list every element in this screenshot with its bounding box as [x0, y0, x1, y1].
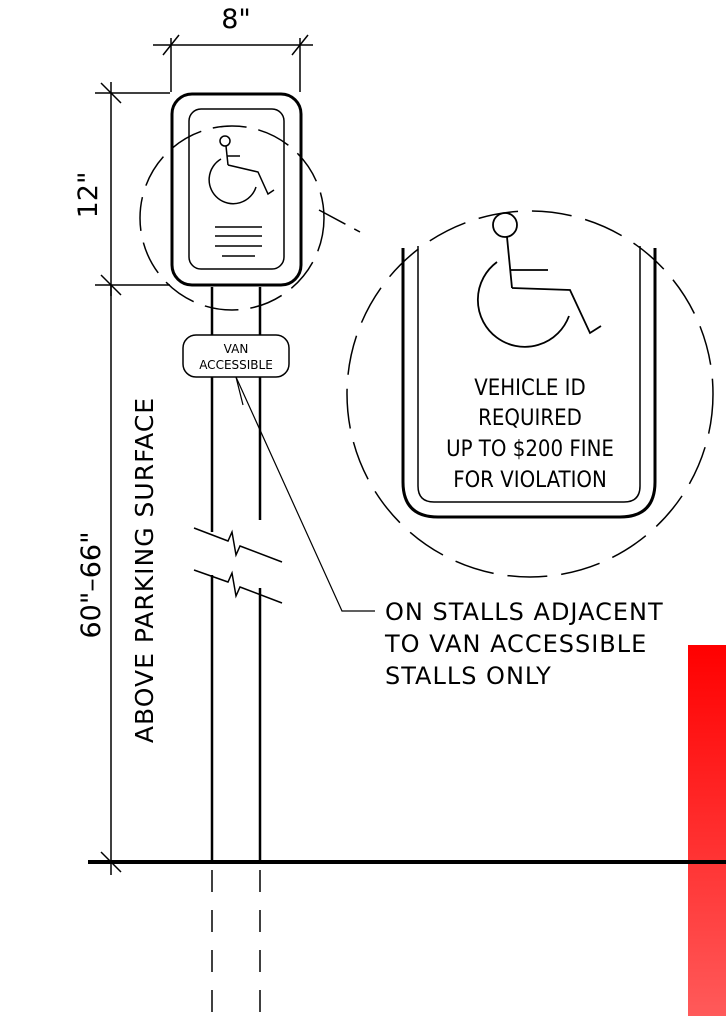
sign-text-lines — [215, 226, 262, 257]
mount-reference-label: ABOVE PARKING SURFACE — [130, 397, 159, 743]
wheelchair-icon-large — [476, 212, 602, 348]
detail-leader — [318, 209, 361, 233]
detail-sign — [401, 246, 657, 519]
detail-line3: UP TO $200 FINE — [446, 437, 614, 462]
mount-height-label: 60"–66" — [76, 531, 107, 638]
accent-bar — [688, 645, 726, 1016]
sign-height-dimension — [95, 82, 170, 296]
callout-note-line1: ON STALLS ADJACENT — [385, 598, 664, 626]
detail-line1: VEHICLE ID — [474, 376, 585, 401]
width-dimension — [153, 34, 313, 92]
detail-line4: FOR VIOLATION — [453, 468, 607, 493]
van-plaque-line1: VAN — [224, 342, 249, 356]
detail-line2: REQUIRED — [478, 406, 582, 431]
mount-height-dimension — [100, 285, 122, 875]
callout-note-line3: STALLS ONLY — [385, 662, 552, 690]
callout-note-line2: TO VAN ACCESSIBLE — [384, 630, 647, 658]
wheelchair-icon — [208, 135, 275, 205]
callout-leader — [235, 376, 375, 612]
van-plaque-line2: ACCESSIBLE — [199, 358, 273, 372]
sign-post — [210, 287, 262, 1016]
detail-circle — [346, 210, 714, 578]
detail-marker-circle — [139, 125, 325, 311]
width-label: 8" — [221, 4, 251, 35]
break-symbol-icon — [193, 527, 283, 604]
sign-panel — [170, 92, 303, 287]
sign-height-label: 12" — [73, 172, 104, 219]
callout-leader-arrow — [235, 376, 244, 406]
